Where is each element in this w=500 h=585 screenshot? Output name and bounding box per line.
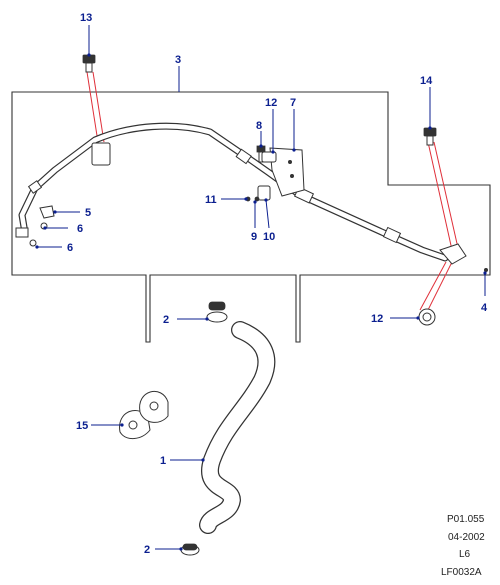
- lower-hose: [199, 321, 276, 534]
- reference-engine: L6: [459, 549, 471, 560]
- reference-date: 04-2002: [448, 532, 485, 543]
- callout-2-lower: 2: [144, 544, 150, 556]
- callout-9: 9: [251, 231, 257, 243]
- bolt-13: [82, 54, 96, 73]
- callout-11: 11: [205, 194, 217, 206]
- clip-12-upper: [261, 151, 277, 163]
- support-bracket: [269, 147, 305, 197]
- clip-5: [39, 205, 55, 219]
- o-rings-6: [29, 222, 48, 247]
- callout-2-upper: 2: [163, 314, 169, 326]
- callout-4: 4: [481, 302, 488, 314]
- bolt-13-alignment-lines: [86, 71, 105, 143]
- callout-15: 15: [76, 420, 88, 432]
- bolt-14: [423, 127, 437, 146]
- callout-12-lower: 12: [371, 313, 383, 325]
- hose-assembly: [15, 122, 488, 272]
- callout-6-upper: 6: [77, 223, 83, 235]
- nut-12-lower: [418, 308, 436, 326]
- hose-clip-upper: [206, 301, 228, 323]
- reference-page: P01.055: [447, 514, 485, 525]
- callout-7: 7: [290, 97, 296, 109]
- right-end-fitting: [439, 243, 467, 265]
- callout-10: 10: [263, 231, 275, 243]
- callout-1: 1: [160, 455, 166, 467]
- leader-lines: [35, 25, 487, 551]
- hose-clamp-block: [91, 142, 111, 166]
- callout-12-upper: 12: [265, 97, 277, 109]
- callout-3: 3: [175, 54, 181, 66]
- callout-6-lower: 6: [67, 242, 73, 254]
- hose-clip-lower: [180, 543, 200, 556]
- callout-5: 5: [85, 207, 91, 219]
- stud-11: [245, 196, 260, 202]
- double-hose-clip: [119, 391, 169, 439]
- bolt-14-alignment-lines: [419, 141, 459, 315]
- callout-8: 8: [256, 120, 262, 132]
- callout-13: 13: [80, 12, 92, 24]
- pipe-clip: [257, 185, 271, 201]
- assembly-outline: [11, 91, 491, 343]
- callout-14: 14: [420, 75, 433, 87]
- reference-code: LF0032A: [441, 567, 482, 578]
